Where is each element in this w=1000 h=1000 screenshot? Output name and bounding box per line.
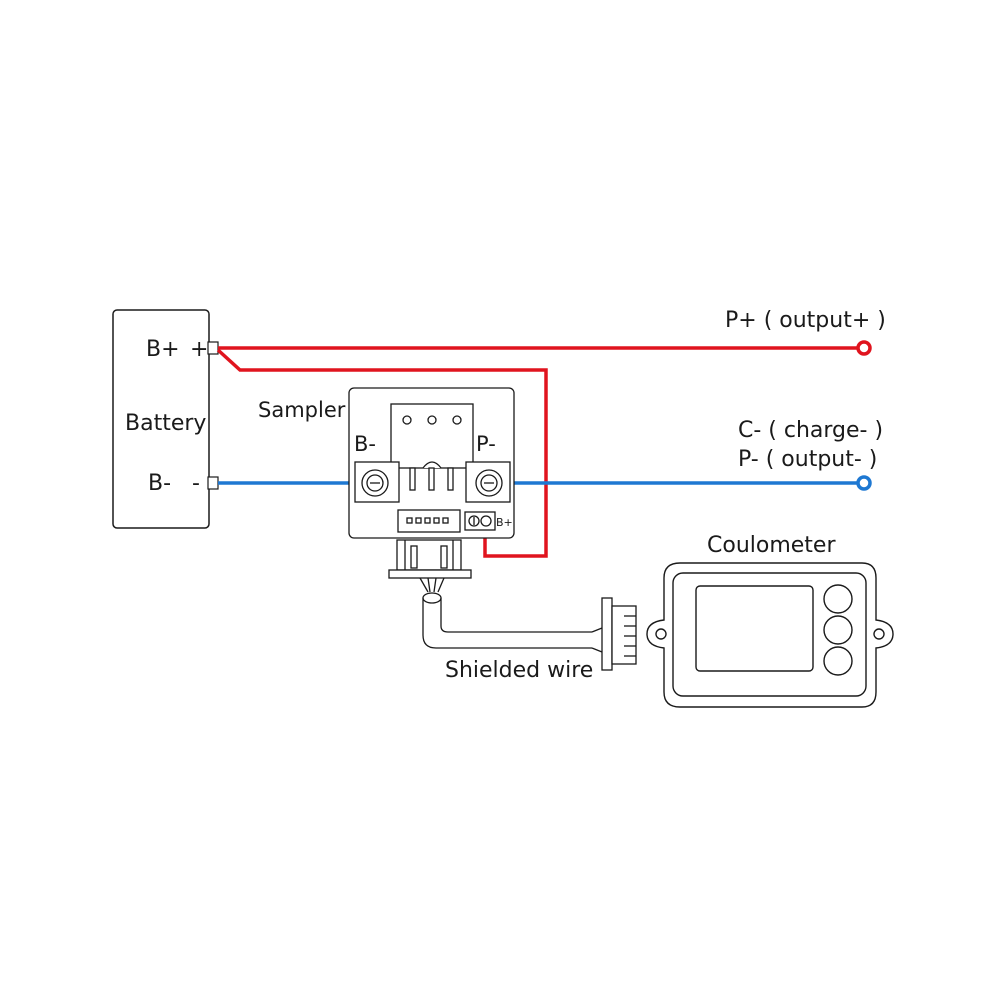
coulometer-screen xyxy=(695,585,814,672)
cable-fan xyxy=(591,627,603,653)
battery-body xyxy=(112,309,210,529)
pin-5 xyxy=(442,517,449,524)
shunt-hole-left xyxy=(402,415,412,425)
battery-pos-sign: + xyxy=(190,337,208,362)
plug-body xyxy=(611,605,637,665)
output-negative-label: P- ( output- ) xyxy=(738,447,877,472)
cable-outer-1 xyxy=(422,598,592,649)
cable-outer-2 xyxy=(440,598,592,633)
connector-housing xyxy=(396,539,462,571)
coulometer-button-3 xyxy=(823,646,853,676)
shunt-hole-middle xyxy=(427,415,437,425)
coulometer-button-2 xyxy=(823,615,853,645)
shunt-hole-right xyxy=(452,415,462,425)
connector-pin-left xyxy=(410,545,418,569)
coulometer xyxy=(646,562,894,708)
shunt-leg-1 xyxy=(409,467,416,491)
connector-pin-right xyxy=(440,545,448,569)
cable-strand-1 xyxy=(419,577,429,593)
shunt-notch xyxy=(422,461,442,469)
sampler xyxy=(348,387,515,539)
battery-negative-terminal xyxy=(207,476,219,490)
sampler-left-terminal-label: B- xyxy=(354,432,376,456)
shunt-leg-2 xyxy=(428,467,435,491)
battery-positive-terminal xyxy=(207,341,219,355)
negative-output-terminal xyxy=(856,475,872,491)
pin-2 xyxy=(415,517,422,524)
pin-3 xyxy=(424,517,431,524)
battery-pos-label: B+ xyxy=(146,337,180,362)
coulometer-name: Coulometer xyxy=(707,533,836,558)
bplus-screw-2 xyxy=(480,515,492,527)
bplus-sense-wire xyxy=(216,348,548,558)
battery-neg-label: B- xyxy=(148,471,171,496)
cable-strand-2 xyxy=(427,577,431,593)
pin-1 xyxy=(406,517,413,524)
positive-output-label: P+ ( output+ ) xyxy=(725,308,886,333)
cable-sleeve xyxy=(422,592,442,604)
battery-name: Battery xyxy=(125,411,206,436)
connector-flange xyxy=(388,569,472,579)
cable-strand-4 xyxy=(437,577,445,593)
shielded-cable xyxy=(419,577,603,653)
sampler-name: Sampler xyxy=(258,398,346,422)
coulometer-plug xyxy=(601,597,637,671)
positive-wiring xyxy=(216,346,858,558)
sampler-right-terminal-label: P- xyxy=(476,432,496,456)
battery: B+ + Battery B- - xyxy=(112,309,219,529)
shunt-body xyxy=(390,403,474,469)
positive-output-terminal xyxy=(856,340,872,356)
battery-neg-sign: - xyxy=(192,471,200,496)
coulometer-button-1 xyxy=(823,584,853,614)
plug-flange xyxy=(601,597,613,671)
pin-4 xyxy=(433,517,440,524)
charge-negative-label: C- ( charge- ) xyxy=(738,418,883,443)
mount-hole-left xyxy=(655,628,667,640)
shunt-leg-3 xyxy=(447,467,454,491)
cable-name: Shielded wire xyxy=(445,658,593,683)
mount-hole-right xyxy=(873,628,885,640)
sampler-connector xyxy=(388,539,472,579)
sampler-bplus-label: B+ xyxy=(496,516,513,529)
cable-strand-3 xyxy=(433,577,437,593)
